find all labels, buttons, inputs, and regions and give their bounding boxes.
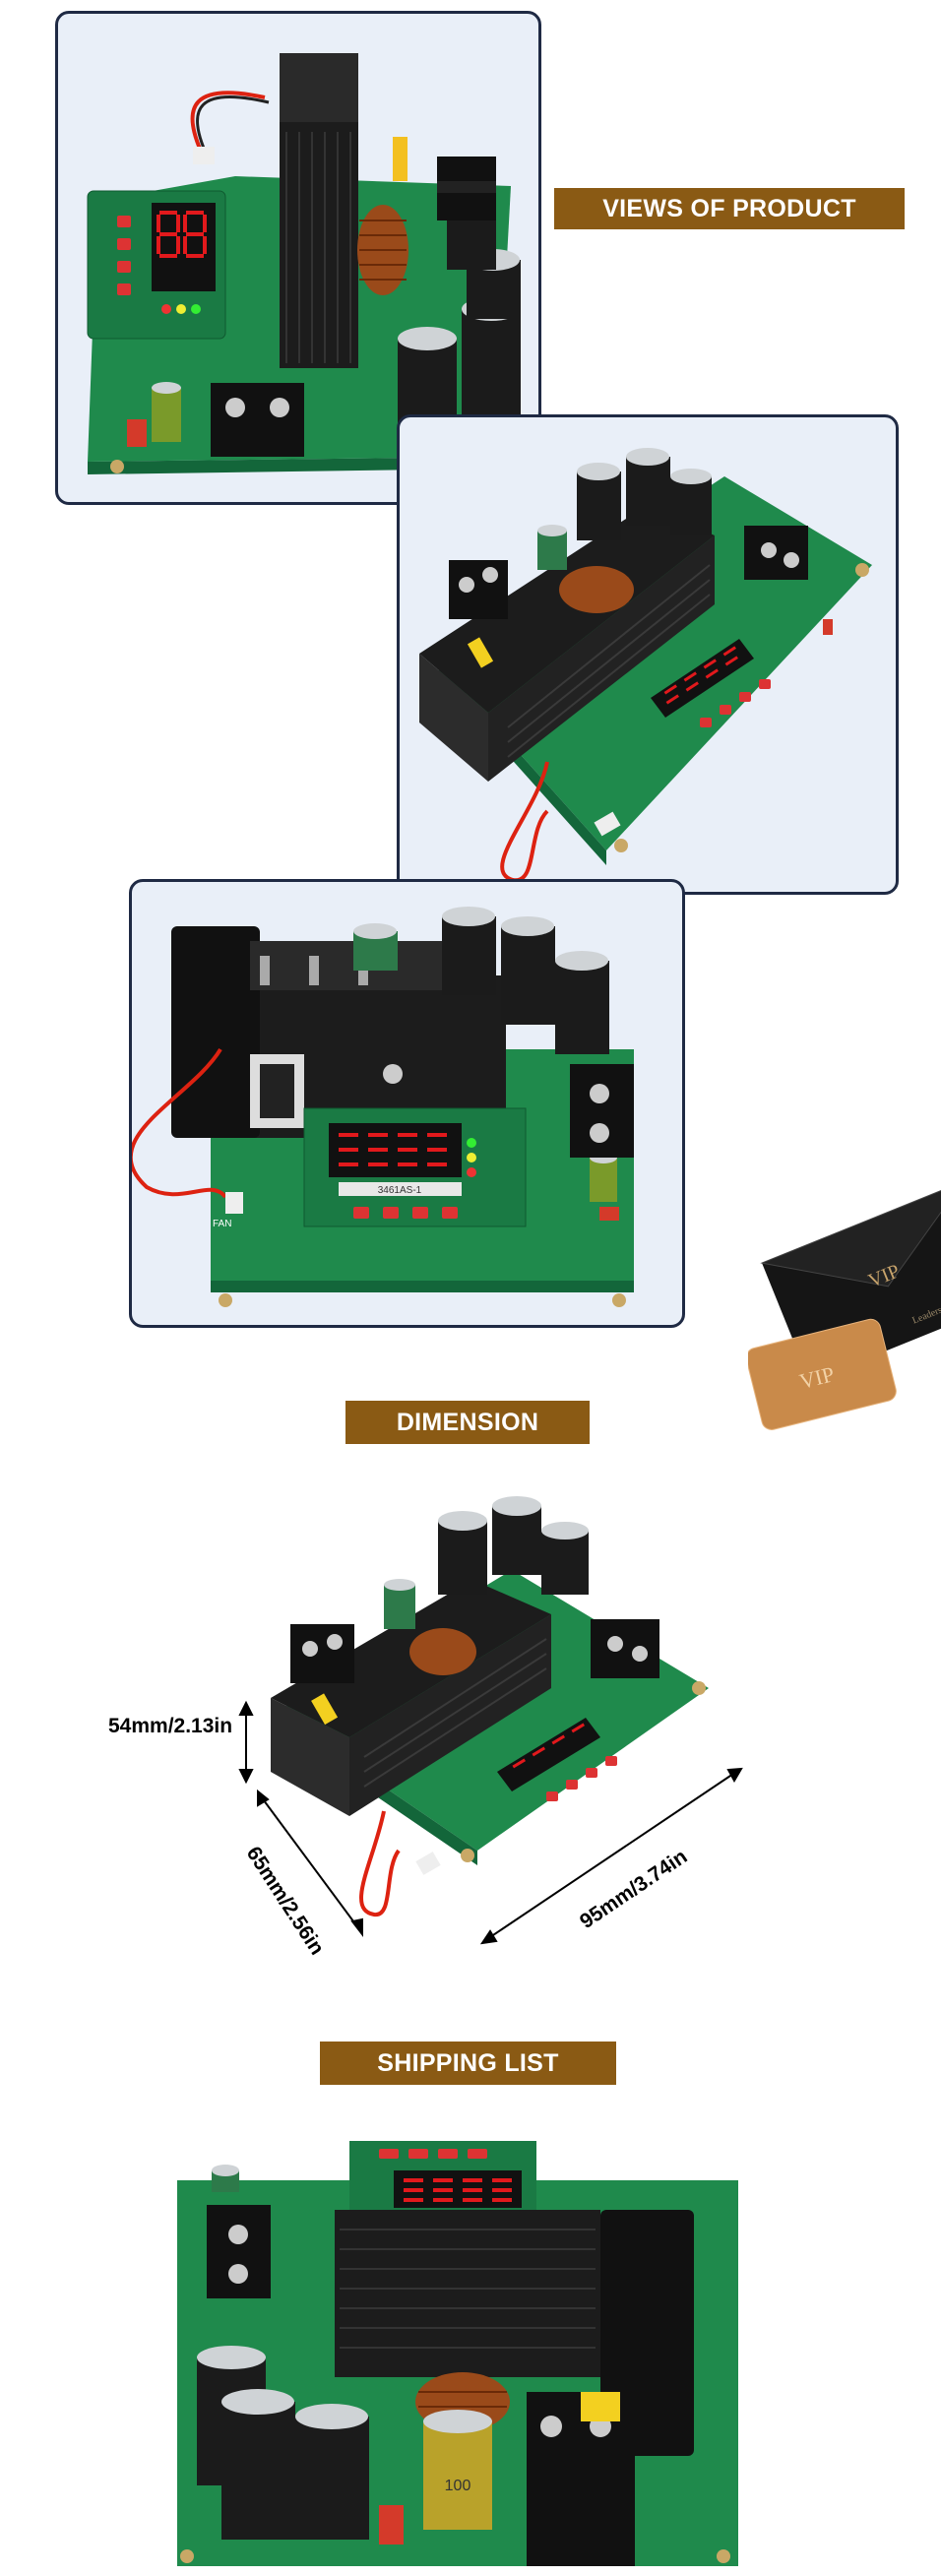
- module-code-label: 3461AS-1: [378, 1185, 422, 1196]
- fan-label: FAN: [213, 1219, 231, 1229]
- vip-card-decoration: VIP Leaders cl... VIP: [748, 1166, 941, 1452]
- views-of-product-banner: VIEWS OF PRODUCT: [554, 188, 905, 229]
- dimension-image: 54mm/2.13in 65mm/2.56in 95mm/3.74in: [79, 1476, 768, 2008]
- product-view-1: [55, 11, 541, 505]
- capacitor-label: 100: [445, 2478, 471, 2494]
- shipping-image: 100: [167, 2131, 773, 2576]
- product-view-3: 3461AS-1 FAN: [129, 879, 685, 1328]
- shipping-list-banner: SHIPPING LIST: [320, 2042, 616, 2085]
- dimension-banner: DIMENSION: [345, 1401, 590, 1444]
- dimension-height-label: 54mm/2.13in: [108, 1715, 233, 1737]
- product-view-2: [397, 414, 899, 895]
